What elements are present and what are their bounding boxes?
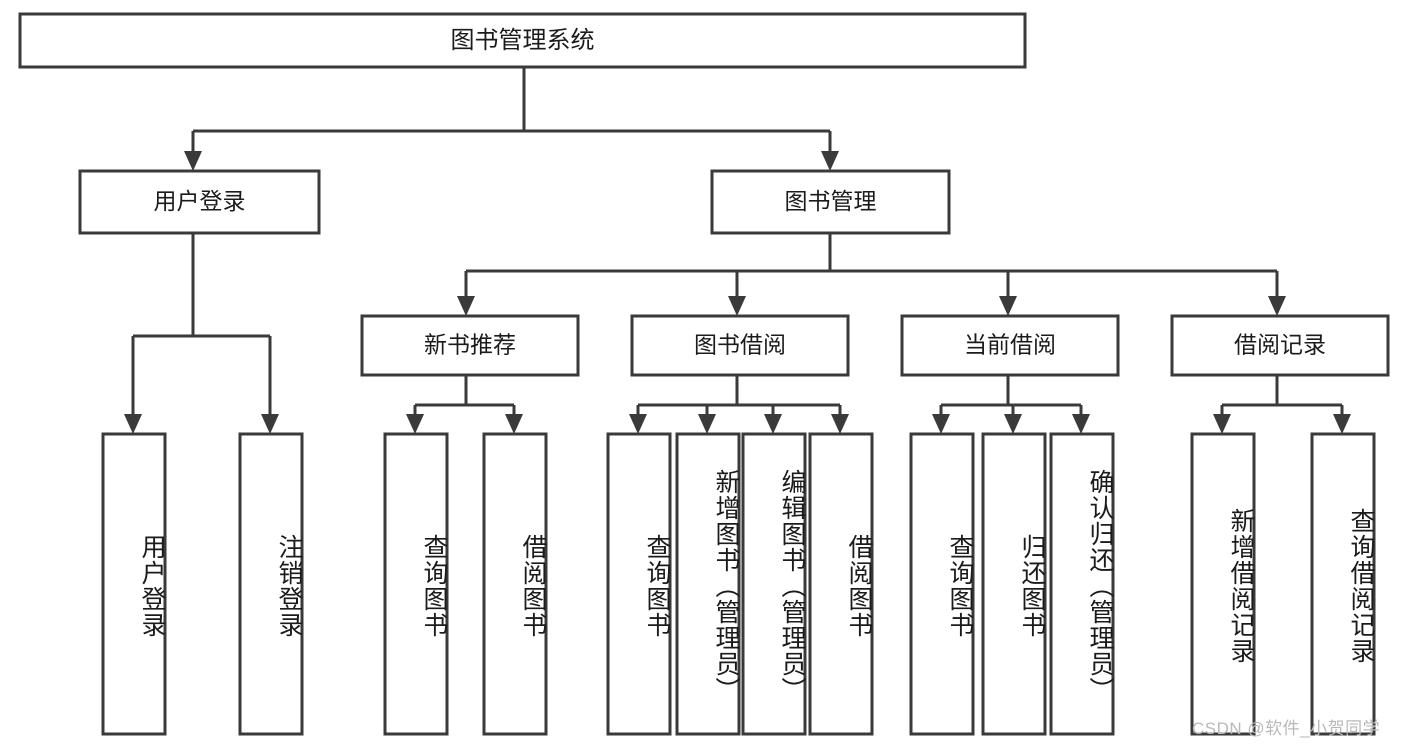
node-leaf-add-book[interactable] bbox=[675, 432, 741, 736]
node-box-leaf-borrow-book-2 bbox=[808, 432, 874, 736]
node-box-leaf-return-book bbox=[981, 432, 1047, 736]
node-borrow-record[interactable]: 借阅记录 bbox=[1170, 314, 1390, 377]
arrow-head-icon bbox=[1268, 296, 1286, 316]
arrow-head-icon bbox=[932, 414, 950, 434]
node-leaf-add-borrow-record[interactable] bbox=[1190, 432, 1256, 736]
node-label-root: 图书管理系统 bbox=[451, 27, 595, 54]
arrow-head-icon bbox=[457, 296, 475, 316]
arrow-head-icon bbox=[764, 414, 782, 434]
arrow-head-icon bbox=[999, 296, 1017, 316]
node-user-login[interactable]: 用户登录 bbox=[78, 169, 321, 235]
node-box-leaf-user-logout bbox=[238, 432, 304, 736]
node-leaf-user-login[interactable] bbox=[101, 432, 167, 736]
arrow-head-icon bbox=[831, 414, 849, 434]
node-box-borrow-record bbox=[1170, 314, 1390, 377]
node-book-borrow[interactable]: 图书借阅 bbox=[630, 314, 850, 377]
node-box-leaf-query-borrow-record bbox=[1310, 432, 1376, 736]
node-current-borrow[interactable]: 当前借阅 bbox=[900, 314, 1120, 377]
node-book-manage[interactable]: 图书管理 bbox=[710, 169, 951, 235]
node-box-new-book-recommend bbox=[360, 314, 580, 377]
node-box-root bbox=[18, 12, 1027, 69]
node-box-leaf-query-book-1 bbox=[383, 432, 449, 736]
arrow-head-icon bbox=[1072, 414, 1090, 434]
arrow-head-icon bbox=[505, 414, 523, 434]
node-box-leaf-add-borrow-record bbox=[1190, 432, 1256, 736]
arrow-head-icon bbox=[261, 414, 279, 434]
node-label-book-borrow: 图书借阅 bbox=[694, 332, 786, 358]
node-box-leaf-edit-book bbox=[741, 432, 807, 736]
arrow-head-icon bbox=[1213, 414, 1231, 434]
node-box-leaf-borrow-book-1 bbox=[482, 432, 548, 736]
node-leaf-borrow-book-1[interactable] bbox=[482, 432, 548, 736]
node-leaf-user-logout[interactable] bbox=[238, 432, 304, 736]
node-box-book-borrow bbox=[630, 314, 850, 377]
node-label-book-manage: 图书管理 bbox=[785, 188, 877, 214]
node-box-leaf-user-login bbox=[101, 432, 167, 736]
arrow-head-icon bbox=[184, 151, 202, 171]
arrow-head-icon bbox=[698, 414, 716, 434]
node-leaf-query-borrow-record[interactable] bbox=[1310, 432, 1376, 736]
arrow-head-icon bbox=[124, 414, 142, 434]
csdn-watermark: CSDN @软件_小贺同学 bbox=[1192, 719, 1381, 738]
node-label-user-login: 用户登录 bbox=[154, 188, 246, 214]
node-new-book-recommend[interactable]: 新书推荐 bbox=[360, 314, 580, 377]
arrow-head-icon bbox=[406, 414, 424, 434]
node-leaf-edit-book[interactable] bbox=[741, 432, 807, 736]
node-leaf-borrow-book-2[interactable] bbox=[808, 432, 874, 736]
node-leaf-query-book-2[interactable] bbox=[606, 432, 672, 736]
node-leaf-return-book[interactable] bbox=[981, 432, 1047, 736]
node-leaf-confirm-return[interactable] bbox=[1049, 432, 1115, 736]
arrow-head-icon bbox=[629, 414, 647, 434]
node-label-new-book-recommend: 新书推荐 bbox=[424, 332, 516, 358]
node-box-leaf-query-book-3 bbox=[909, 432, 975, 736]
node-label-current-borrow: 当前借阅 bbox=[964, 332, 1056, 358]
node-leaf-query-book-1[interactable] bbox=[383, 432, 449, 736]
arrow-head-icon bbox=[1333, 414, 1351, 434]
arrow-head-icon bbox=[728, 296, 746, 316]
arrow-head-icon bbox=[821, 151, 839, 171]
node-box-current-borrow bbox=[900, 314, 1120, 377]
node-box-leaf-confirm-return bbox=[1049, 432, 1115, 736]
node-label-borrow-record: 借阅记录 bbox=[1234, 332, 1326, 358]
node-box-leaf-add-book bbox=[675, 432, 741, 736]
node-root[interactable]: 图书管理系统 bbox=[18, 12, 1027, 69]
arrow-head-icon bbox=[1004, 414, 1022, 434]
node-box-leaf-query-book-2 bbox=[606, 432, 672, 736]
node-box-user-login bbox=[78, 169, 321, 235]
node-leaf-query-book-3[interactable] bbox=[909, 432, 975, 736]
